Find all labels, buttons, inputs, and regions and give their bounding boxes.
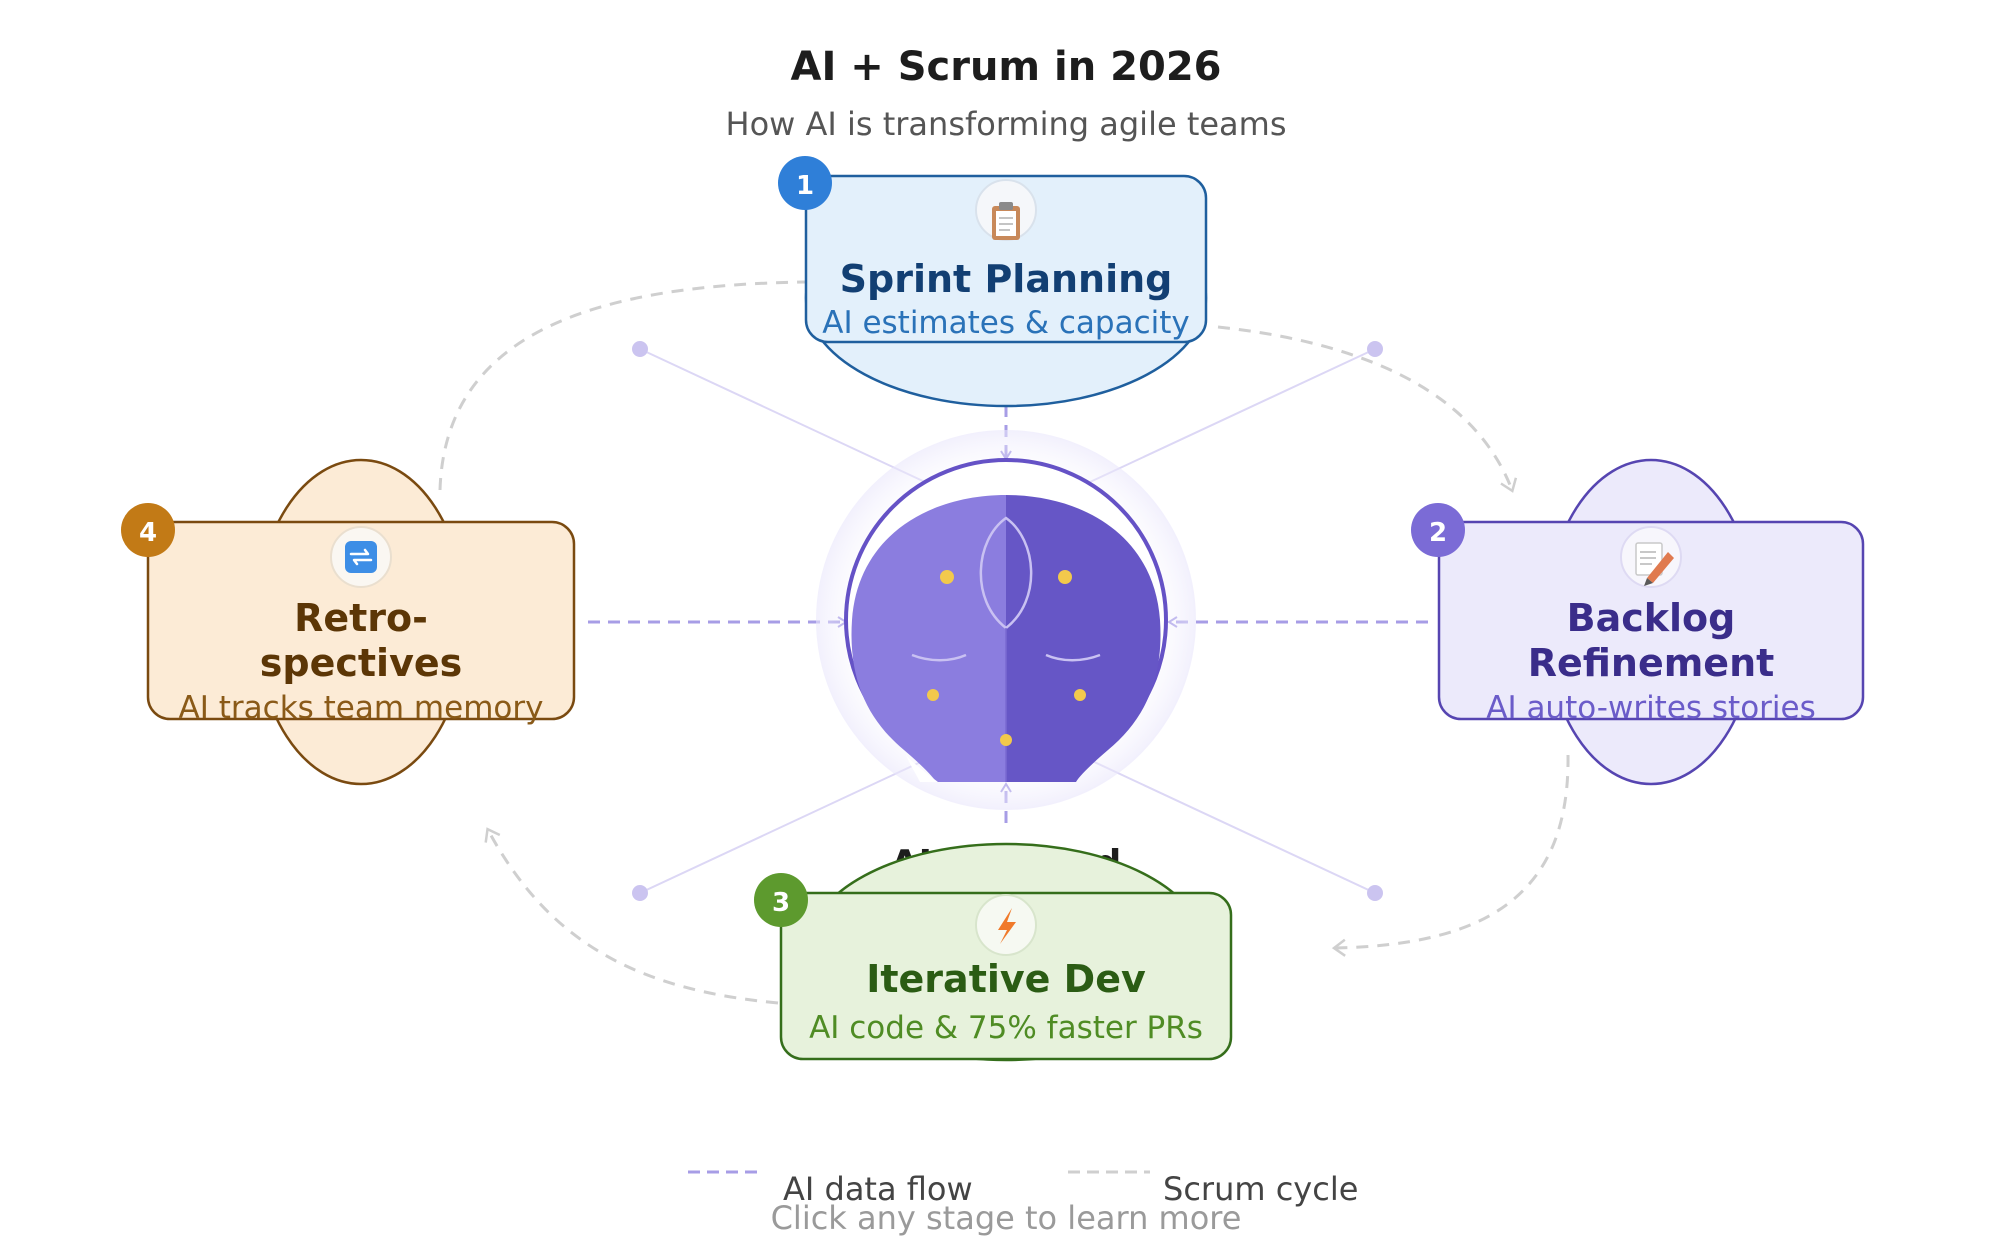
memo-pencil-icon	[1620, 526, 1682, 588]
stage-description: AI code & 75% faster PRs	[809, 1010, 1203, 1046]
svg-text:2: 2	[1429, 518, 1447, 548]
stage-number-badge: 4	[121, 503, 175, 557]
stage-iterative-dev[interactable]: Iterative Dev AI code & 75% faster PRs 3	[754, 842, 1233, 1062]
legend-scrum-label: Scrum cycle	[1163, 1170, 1358, 1208]
ray-dots	[632, 341, 1383, 901]
stage-number-badge: 1	[778, 156, 832, 210]
stage-description: AI auto-writes stories	[1486, 690, 1816, 726]
stage-description: AI tracks team memory	[179, 690, 544, 726]
stage-title: Backlog	[1567, 596, 1736, 640]
stage-backlog-refinement[interactable]: Backlog Refinement AI auto-writes storie…	[1411, 458, 1865, 786]
scrum-cycle-arrows	[438, 280, 1570, 1005]
stage-number-badge: 3	[754, 873, 808, 927]
stage-title-line2: spectives	[260, 641, 462, 685]
stage-title: Iterative Dev	[866, 957, 1146, 1001]
stage-title: Sprint Planning	[840, 257, 1173, 301]
lightning-icon	[975, 894, 1037, 956]
stage-title-line2: Refinement	[1528, 641, 1775, 685]
stage-sprint-planning[interactable]: Sprint Planning AI estimates & capacity …	[778, 156, 1208, 408]
cycle-arrow-4-to-1	[438, 280, 806, 491]
clipboard-icon	[975, 179, 1037, 241]
stage-description: AI estimates & capacity	[822, 305, 1190, 341]
repeat-icon	[330, 526, 392, 588]
cycle-arrow-2-to-3	[1331, 754, 1570, 957]
legend: AI data flow Scrum cycle	[688, 1170, 1358, 1208]
svg-text:4: 4	[139, 518, 157, 548]
page-subtitle: How AI is transforming agile teams	[726, 105, 1287, 143]
stage-title: Retro-	[294, 596, 428, 640]
page-title: AI + Scrum in 2026	[791, 44, 1222, 90]
legend-ai-label: AI data flow	[783, 1170, 973, 1208]
cycle-arrow-1-to-2	[1217, 325, 1518, 493]
ai-core	[816, 430, 1196, 810]
stage-retrospectives[interactable]: Retro- spectives AI tracks team memory 4	[121, 458, 576, 786]
brain-icon	[851, 495, 1161, 782]
ai-connection-rays	[639, 348, 1376, 894]
footer-hint: Click any stage to learn more	[771, 1199, 1242, 1237]
svg-text:1: 1	[796, 171, 814, 201]
cycle-arrow-3-to-4	[484, 827, 779, 1005]
stage-number-badge: 2	[1411, 503, 1465, 557]
svg-text:3: 3	[772, 888, 790, 918]
